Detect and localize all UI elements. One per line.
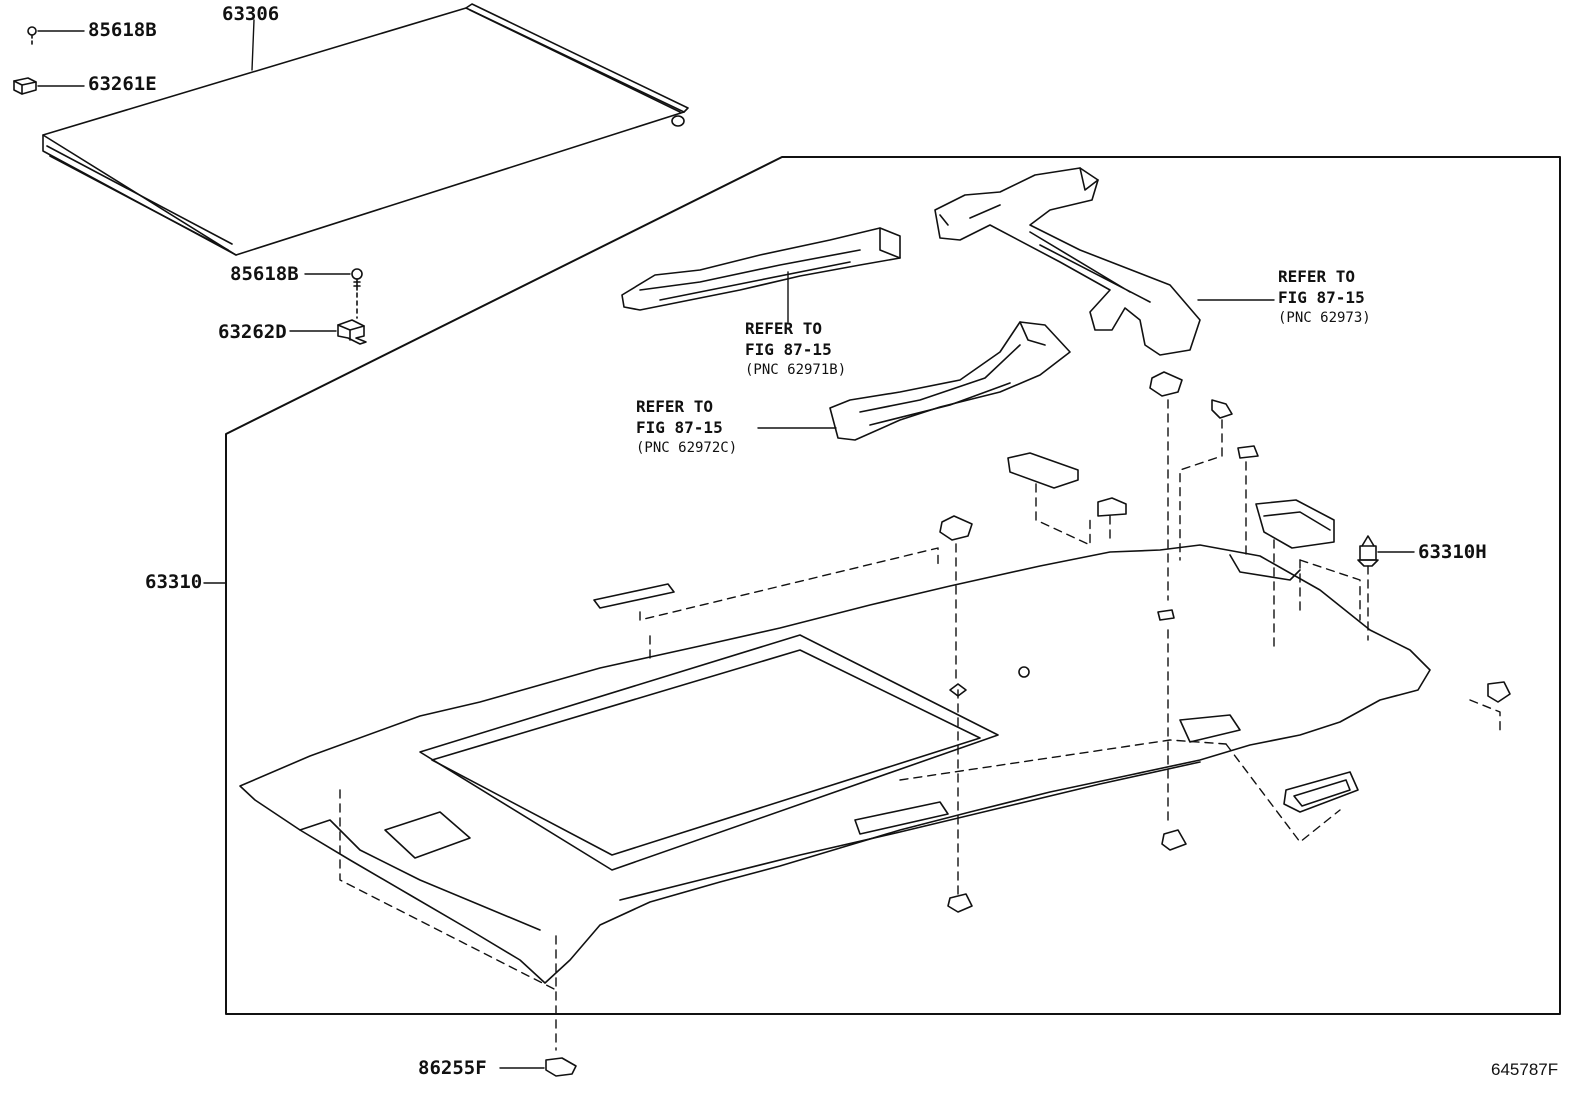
handle-recess-right — [1283, 771, 1359, 813]
pad-rear-duct — [1255, 499, 1335, 549]
reference-62973-pnc: (PNC 62973) — [1278, 310, 1371, 326]
screw-85618b-top — [27, 26, 37, 48]
reference-62971b-line2: FIG 87-15 — [745, 340, 832, 359]
label-63310: 63310 — [145, 571, 203, 593]
clip-63310h — [1357, 535, 1379, 567]
air-duct-62973 — [934, 167, 1201, 356]
screw-85618b-mid — [351, 268, 363, 319]
hook-right — [1487, 681, 1511, 703]
reference-62972c-pnc: (PNC 62972C) — [636, 440, 738, 456]
roof-panel-63306 — [42, 3, 689, 256]
reference-62972c: REFER TO FIG 87-15 (PNC 62972C) — [636, 396, 737, 459]
figure-id: 645787F — [1491, 1060, 1559, 1079]
clip-bottom-a — [947, 893, 973, 913]
pad-rear-duct-detail — [1263, 511, 1331, 531]
lamp-86255f — [545, 1057, 577, 1077]
reference-62971b: REFER TO FIG 87-15 (PNC 62971B) — [745, 318, 846, 381]
pad-front — [1007, 452, 1079, 489]
label-63306: 63306 — [222, 3, 280, 25]
headliner-63310 — [239, 544, 1431, 984]
reference-62971b-pnc: (PNC 62971B) — [745, 362, 847, 378]
handle-recess-right-inner — [1293, 779, 1351, 807]
clip-tab-b — [1237, 445, 1259, 459]
reference-62973-line2: FIG 87-15 — [1278, 288, 1365, 307]
assembly-frame — [225, 156, 1561, 1015]
label-85618b-top: 85618B — [88, 19, 157, 41]
label-63262d: 63262D — [218, 321, 287, 343]
clip-63261e — [13, 77, 37, 95]
clip-bottom-b — [1161, 829, 1187, 851]
clip-tab-a — [1211, 399, 1233, 419]
label-86255f: 86255F — [418, 1057, 487, 1079]
reference-62972c-line1: REFER TO — [636, 397, 714, 416]
reference-62973-line1: REFER TO — [1278, 267, 1356, 286]
label-63261e: 63261E — [88, 73, 157, 95]
air-duct-62971b — [621, 227, 901, 311]
label-63310h: 63310H — [1418, 541, 1487, 563]
bracket-63262d — [337, 319, 367, 345]
clip-top-b — [939, 515, 973, 541]
reference-62973: REFER TO FIG 87-15 (PNC 62973) — [1278, 266, 1371, 329]
air-duct-62972c — [829, 321, 1071, 441]
guide-lines — [339, 399, 1501, 1051]
pad-small — [1097, 497, 1127, 517]
reference-62971b-line1: REFER TO — [745, 319, 823, 338]
leader-lines — [37, 19, 1415, 1069]
label-85618b-mid: 85618B — [230, 263, 299, 285]
reference-62972c-line2: FIG 87-15 — [636, 418, 723, 437]
handle-recess-left — [593, 583, 675, 609]
clip-top-a — [1149, 371, 1183, 397]
